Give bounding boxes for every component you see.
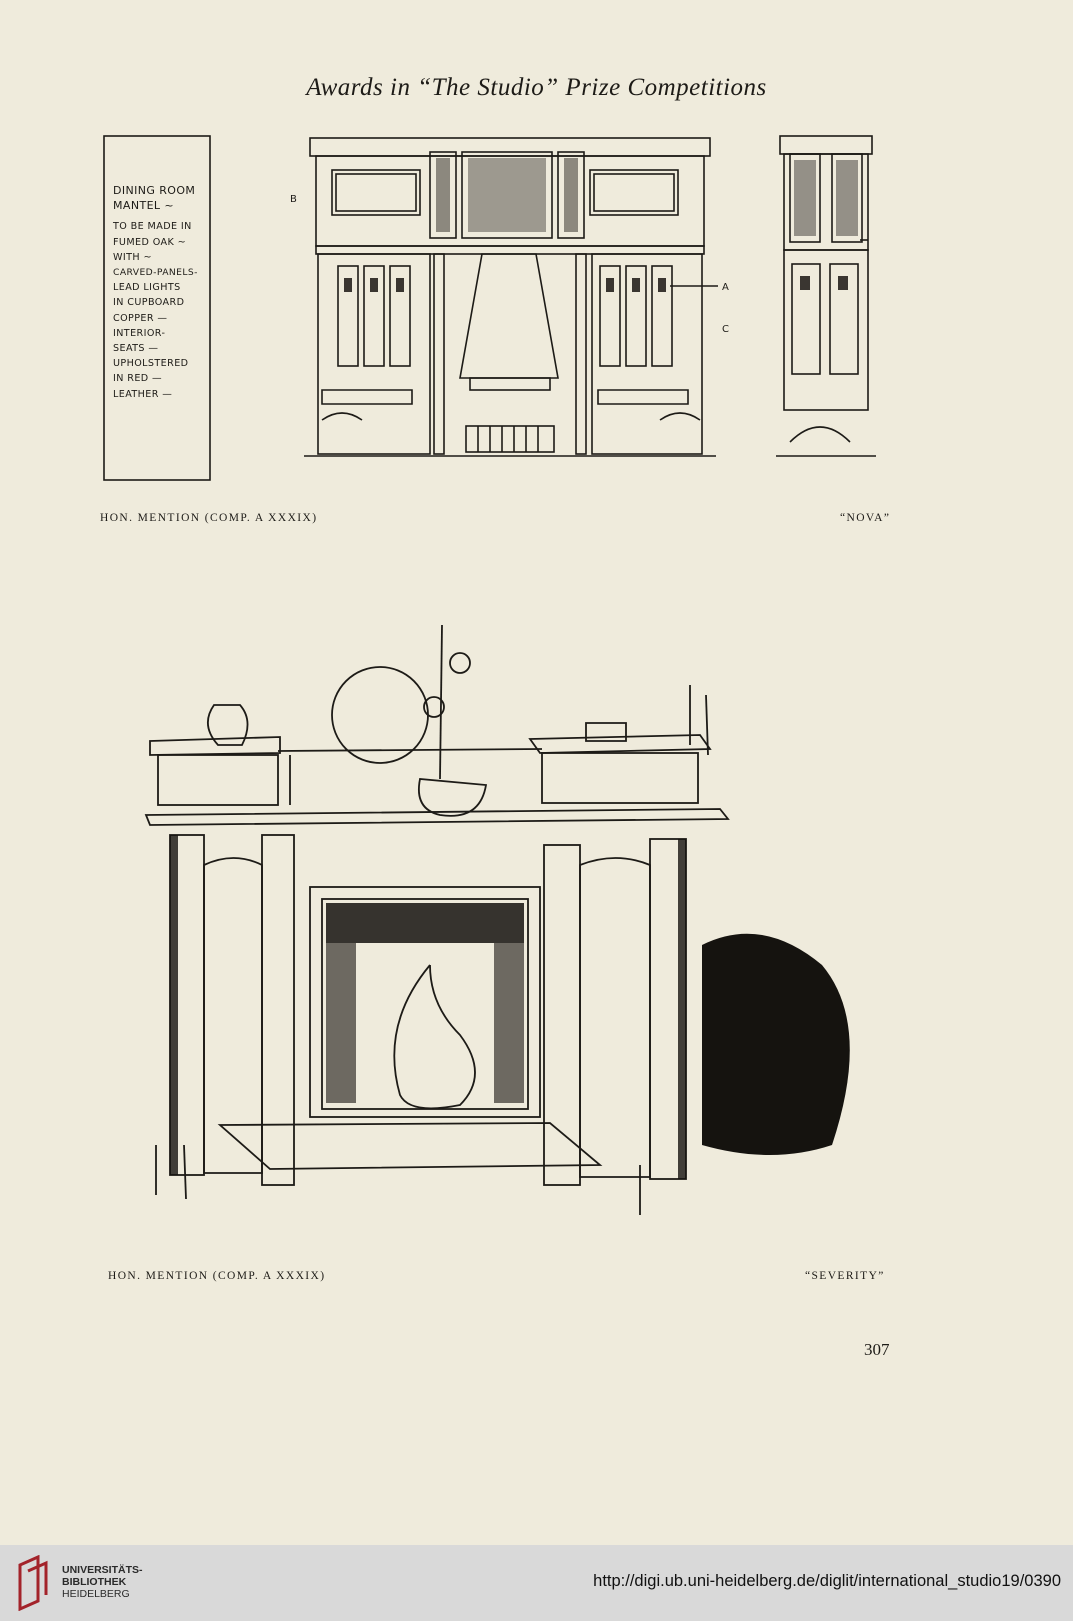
label-c: C (722, 324, 729, 335)
panel-line: TO BE MADE IN (113, 221, 192, 233)
panel-line: WITH ~ (113, 251, 152, 263)
running-header: Awards in “The Studio” Prize Competition… (306, 74, 767, 101)
page-number: 307 (864, 1340, 890, 1359)
source-url: http://digi.ub.uni-heidelberg.de/diglit/… (593, 1572, 1061, 1590)
panel-line: COPPER — (113, 312, 168, 324)
panel-line: IN RED — (113, 373, 163, 385)
caption-nova-left: HON. MENTION (COMP. A XXXIX) (100, 512, 318, 524)
label-a: A (722, 282, 729, 293)
scanned-page: Awards in “The Studio” Prize Competition… (100, 74, 891, 1359)
panel-line: LEAD LIGHTS (113, 282, 181, 294)
panel-line: LEATHER — (113, 388, 173, 400)
panel-line: FUMED OAK ~ (113, 236, 187, 248)
panel-line: MANTEL ~ (113, 199, 174, 213)
nova-mantel-drawing: B A C (103, 135, 876, 481)
caption-severity-left: HON. MENTION (COMP. A XXXIX) (108, 1270, 326, 1282)
panel-line: INTERIOR- (113, 327, 166, 339)
panel-line: CARVED-PANELS- (113, 267, 198, 279)
caption-severity-right: “SEVERITY” (805, 1270, 885, 1282)
panel-line: IN CUPBOARD (113, 297, 185, 309)
digitization-footer: UNIVERSITÄTS- BIBLIOTHEK HEIDELBERG http… (0, 1545, 1073, 1621)
library-logo-icon (18, 1555, 48, 1611)
severity-fireplace-drawing (144, 625, 850, 1215)
panel-line: SEATS — (113, 343, 159, 355)
caption-nova-right: “NOVA” (840, 512, 891, 524)
lettered-panel: DINING ROOM MANTEL ~ TO BE MADE IN FUMED… (113, 183, 213, 402)
label-b: B (290, 194, 297, 205)
panel-line: DINING ROOM (113, 184, 196, 197)
panel-line: UPHOLSTERED (113, 358, 189, 370)
library-name: UNIVERSITÄTS- BIBLIOTHEK HEIDELBERG (62, 1564, 143, 1600)
